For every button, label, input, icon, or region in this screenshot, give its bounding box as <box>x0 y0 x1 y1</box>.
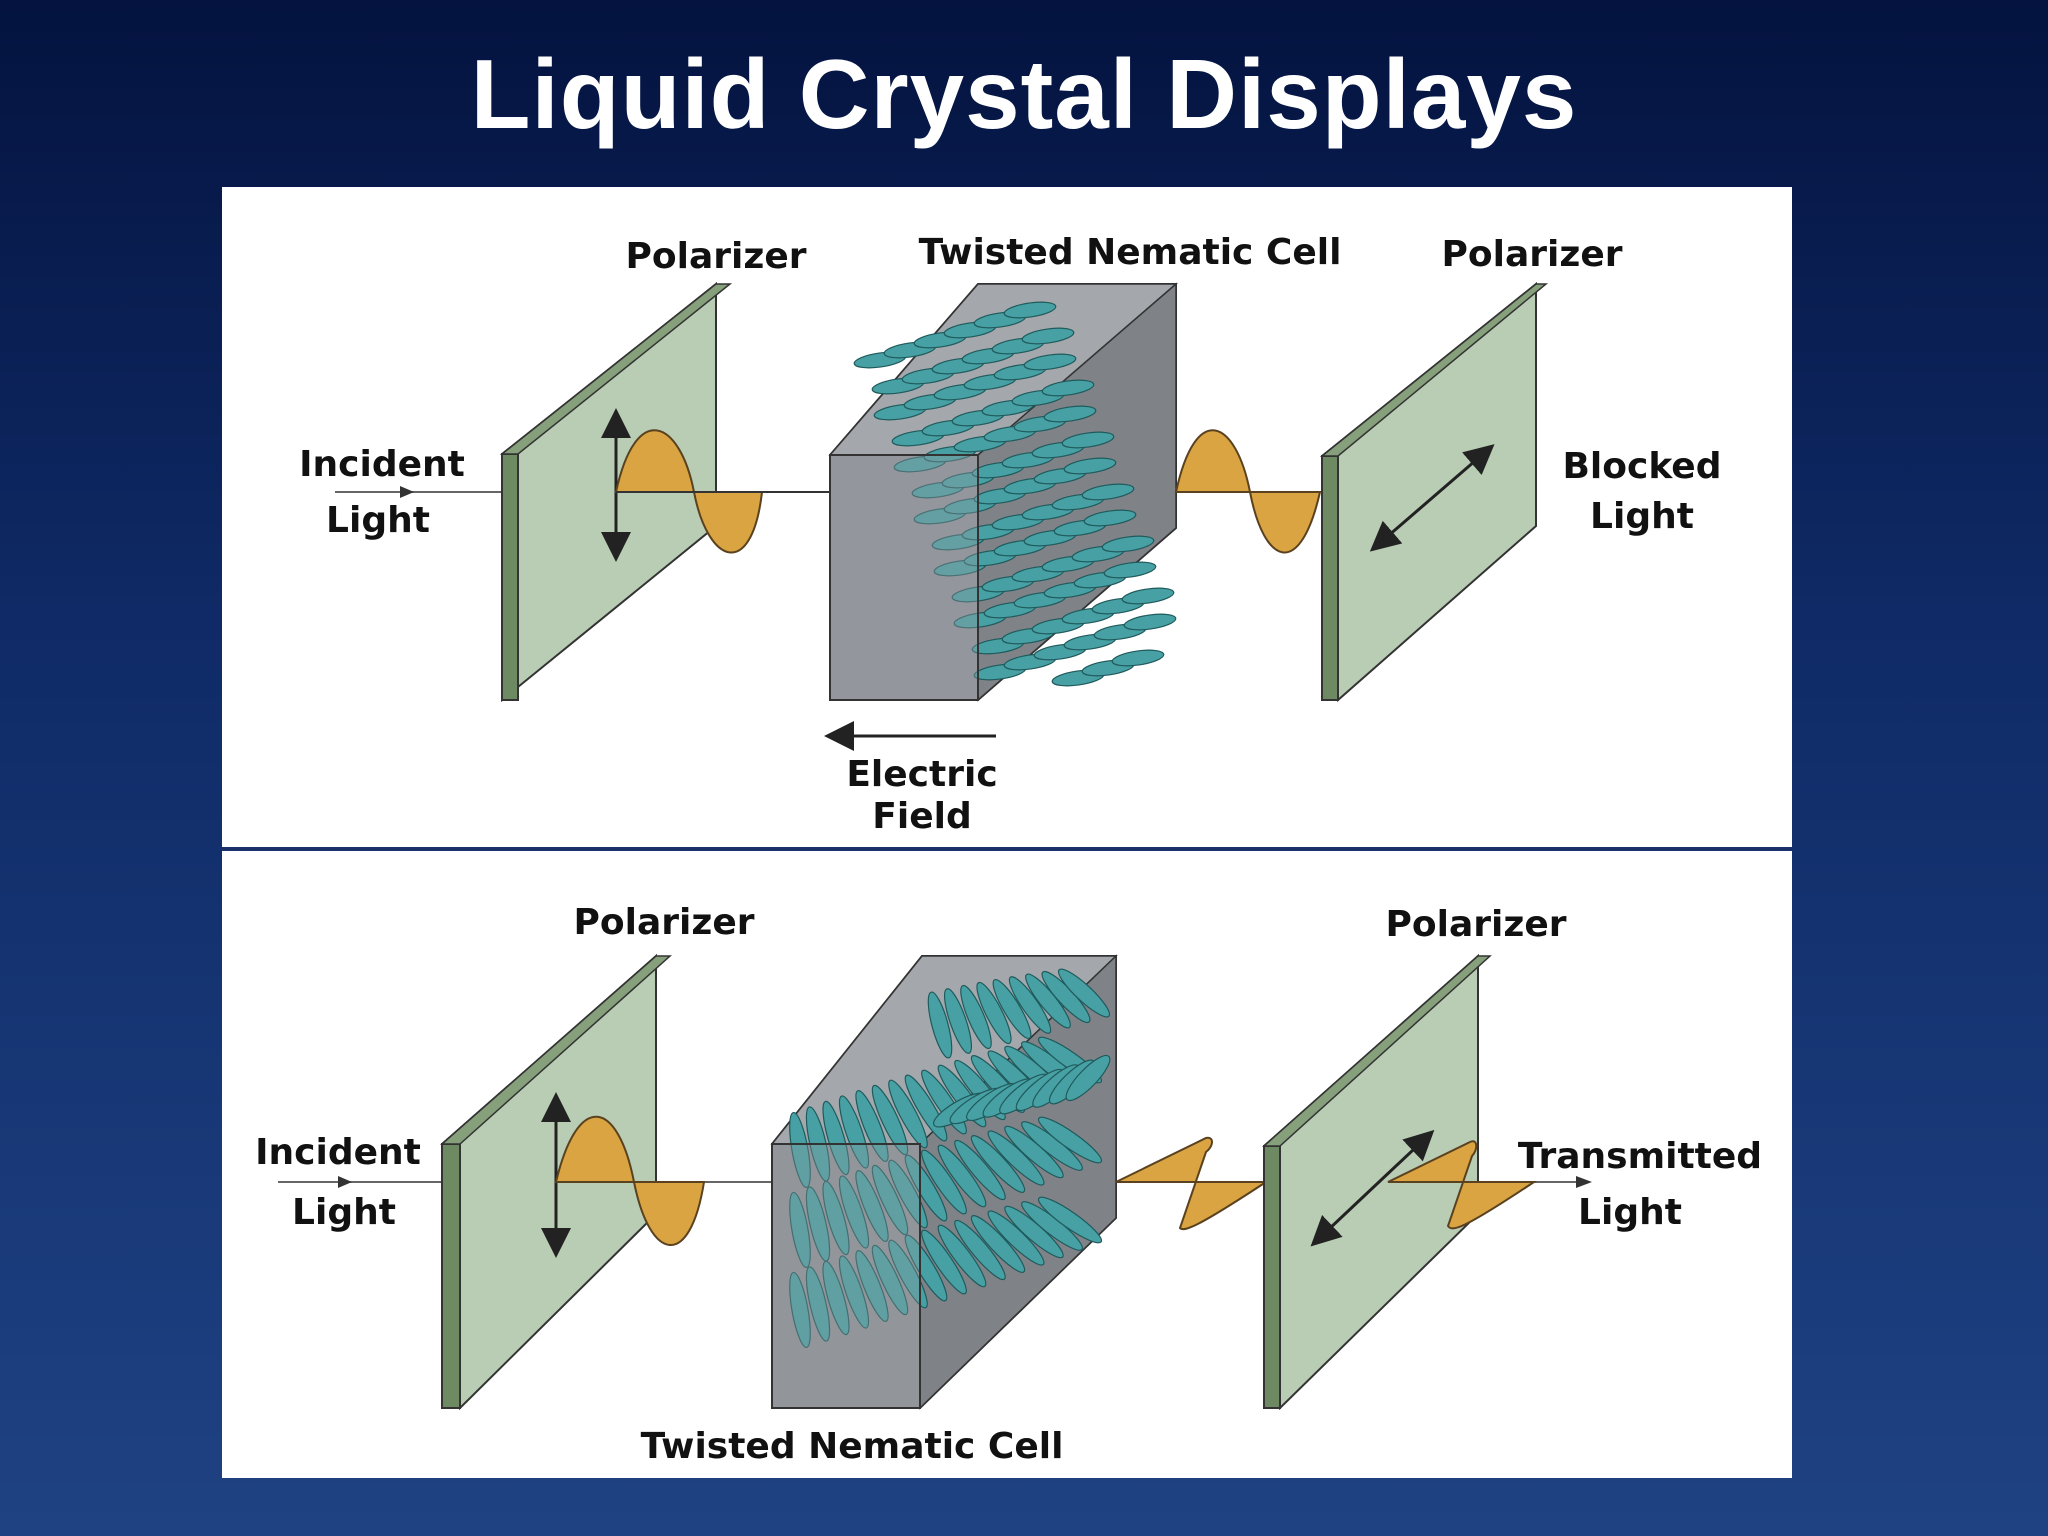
crystal-molecule <box>822 1180 850 1256</box>
bottom-polarizer-left-label: Polarizer <box>574 902 755 943</box>
crystal-molecule <box>838 1095 870 1169</box>
crystal-molecule <box>1057 968 1111 1018</box>
top-polarizer-left-label: Polarizer <box>626 236 807 277</box>
crystal-molecule <box>822 1260 850 1336</box>
bottom-cell-label: Twisted Nematic Cell <box>641 1426 1064 1467</box>
crystal-molecule <box>1041 379 1095 397</box>
crystal-molecule <box>970 1135 1026 1193</box>
top-blocked-label-2: Light <box>1590 496 1694 537</box>
bottom-diagram: Polarizer Polarizer Twisted Nematic Cell… <box>255 902 1762 1467</box>
crystal-molecule <box>1083 509 1137 527</box>
top-incident-arrowhead <box>400 486 414 498</box>
crystal-molecule <box>888 1079 928 1149</box>
crystal-molecule <box>1061 431 1115 449</box>
top-diagram: Polarizer Twisted Nematic Cell Polarizer… <box>299 232 1721 837</box>
bottom-transmitted-label-1: Transmitted <box>1518 1136 1762 1177</box>
crystal-molecule <box>838 1175 870 1249</box>
top-crystal-molecules <box>853 301 1177 687</box>
bottom-polarizer-right-label: Polarizer <box>1386 904 1567 945</box>
crystal-molecule <box>1121 587 1175 605</box>
crystal-molecule <box>927 991 953 1059</box>
bottom-transmitted-arrowhead <box>1576 1176 1592 1188</box>
crystal-molecule <box>855 1170 889 1242</box>
top-incident-label-2: Light <box>326 500 430 541</box>
slide-title: Liquid Crystal Displays <box>470 39 1578 149</box>
crystal-molecule <box>937 1144 987 1208</box>
top-polarizer-right <box>1319 281 1549 703</box>
crystal-molecule <box>1037 1116 1103 1164</box>
crystal-molecule <box>871 1084 909 1156</box>
crystal-molecule <box>1081 483 1135 501</box>
crystal-molecule <box>871 1164 909 1236</box>
crystal-molecule <box>921 1229 967 1295</box>
bottom-crystal-molecules <box>789 968 1111 1349</box>
crystal-molecule <box>888 1239 928 1309</box>
bottom-wave-2 <box>1115 1136 1270 1231</box>
bottom-wave-3 <box>1387 1140 1538 1230</box>
crystal-molecule <box>1065 1054 1111 1102</box>
bottom-diagonal-polarization-arrow <box>1310 1129 1435 1247</box>
top-diagonal-polarization-arrow <box>1369 444 1495 552</box>
top-twisted-nematic-cell <box>828 282 1179 702</box>
crystal-molecule <box>888 1159 928 1229</box>
crystal-molecule <box>1043 405 1097 423</box>
crystal-molecule <box>921 1149 967 1215</box>
crystal-molecule <box>789 1191 811 1269</box>
crystal-molecule <box>805 1266 831 1342</box>
crystal-molecule <box>1003 301 1057 319</box>
crystal-molecule <box>871 1244 909 1316</box>
crystal-molecule <box>1103 561 1157 579</box>
crystal-molecule <box>789 1271 811 1349</box>
crystal-molecule <box>1123 613 1177 631</box>
crystal-molecule <box>976 981 1012 1045</box>
crystal-molecule <box>937 1224 987 1288</box>
bottom-twisted-nematic-cell <box>770 954 1118 1410</box>
crystal-molecule <box>943 988 973 1054</box>
bottom-wave-1 <box>554 1115 706 1246</box>
crystal-molecule <box>954 1219 1006 1281</box>
bottom-transmitted-label-2: Light <box>1578 1192 1682 1233</box>
crystal-molecule <box>822 1100 850 1176</box>
crystal-molecule <box>992 978 1032 1040</box>
panel-divider <box>222 847 1792 851</box>
top-blocked-label-1: Blocked <box>1562 446 1721 487</box>
top-wave-2 <box>1174 429 1322 554</box>
crystal-molecule <box>970 1215 1026 1273</box>
crystal-molecule <box>1101 535 1155 553</box>
top-polarizer-right-label: Polarizer <box>1442 234 1623 275</box>
crystal-molecule <box>838 1255 870 1329</box>
crystal-molecule <box>1111 649 1165 667</box>
crystal-molecule <box>1037 1196 1103 1244</box>
crystal-molecule <box>789 1111 811 1189</box>
top-cell-label: Twisted Nematic Cell <box>919 232 1342 273</box>
crystal-molecule <box>1008 976 1052 1034</box>
crystal-molecule <box>960 984 992 1050</box>
crystal-molecule <box>1063 457 1117 475</box>
top-field-label-2: Field <box>872 796 971 837</box>
crystal-molecule <box>1023 353 1077 371</box>
top-incident-label-1: Incident <box>299 444 465 485</box>
crystal-molecule <box>855 1250 889 1322</box>
top-field-label-1: Electric <box>846 754 997 795</box>
bottom-incident-label-1: Incident <box>255 1132 421 1173</box>
bottom-incident-label-2: Light <box>292 1192 396 1233</box>
crystal-molecule <box>954 1139 1006 1201</box>
bottom-incident-arrowhead <box>338 1176 352 1188</box>
crystal-molecule <box>1021 327 1075 345</box>
